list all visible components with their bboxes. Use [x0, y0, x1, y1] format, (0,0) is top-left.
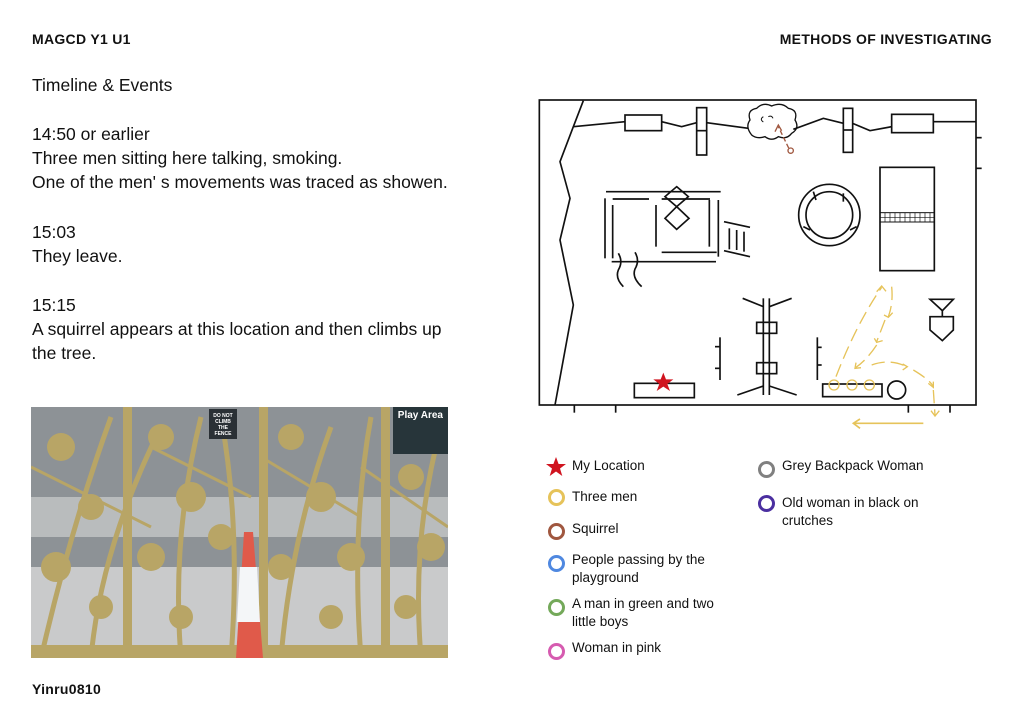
play-area-sign-text: Play Area — [394, 409, 446, 423]
ring-icon — [758, 495, 775, 512]
page-title: Timeline & Events — [32, 75, 173, 95]
fence-sign-text: DO NOT CLIMB THE FENCE — [213, 413, 233, 437]
my-location-star — [653, 372, 674, 391]
path-edge — [554, 100, 585, 406]
event-text: A squirrel appears at this location and … — [32, 319, 442, 339]
event-text: One of the men' s movements was traced a… — [32, 172, 448, 192]
event-text: the tree. — [32, 343, 97, 363]
tree-icon — [747, 103, 798, 140]
climbing-frame — [879, 166, 936, 272]
section-title: METHODS OF INVESTIGATING — [779, 31, 992, 47]
course-code: MAGCD Y1 U1 — [32, 31, 131, 47]
ring-icon — [758, 461, 775, 478]
squirrel-trace — [774, 123, 794, 154]
three-men-trace — [828, 284, 940, 429]
event-text: They leave. — [32, 246, 123, 266]
site-map — [538, 99, 982, 429]
fence-photo: DO NOT CLIMB THE FENCE Play Area — [31, 407, 448, 658]
event-time: 14:50 or earlier — [32, 124, 150, 144]
ring-icon — [548, 555, 565, 572]
ring-icon — [548, 599, 565, 616]
ring-icon — [548, 523, 565, 540]
event-text: Three men sitting here talking, smoking. — [32, 148, 343, 168]
event-time: 15:03 — [32, 222, 76, 242]
ring-icon — [548, 489, 565, 506]
central-tree — [737, 297, 797, 396]
author-id: Yinru0810 — [32, 681, 102, 697]
ring-icon — [548, 643, 565, 660]
map-boundary — [538, 99, 977, 406]
event-time: 15:15 — [32, 295, 76, 315]
bench-three-men — [821, 383, 883, 398]
roundabout — [797, 183, 861, 247]
bin-icon — [886, 380, 907, 400]
star-icon — [546, 457, 566, 476]
sign-icon — [927, 298, 956, 342]
picnic-table — [604, 185, 751, 288]
